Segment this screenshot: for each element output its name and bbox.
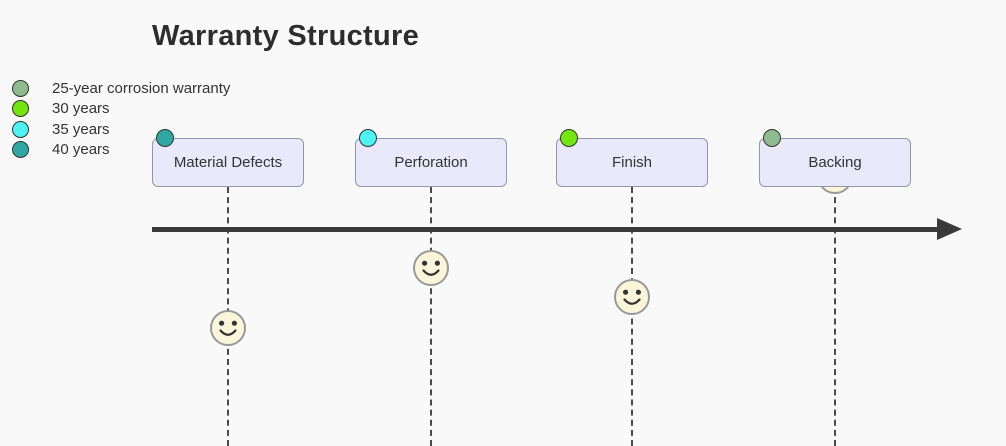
diagram-title: Warranty Structure <box>152 20 419 52</box>
legend-item-label: 30 years <box>52 100 110 118</box>
legend-item: 35 years <box>12 119 230 140</box>
timeline-axis-arrowhead-icon <box>937 218 962 240</box>
smiley-face-icon <box>210 310 246 346</box>
task-box: Material Defects <box>152 138 304 187</box>
legend-item: 40 years <box>12 140 230 161</box>
task-label: Backing <box>808 154 862 171</box>
legend-color-dot <box>12 141 29 159</box>
task-box: Finish <box>556 138 708 187</box>
task-dashed-line <box>430 187 432 446</box>
legend-item-label: 25-year corrosion warranty <box>52 79 231 97</box>
task-period-dot <box>156 129 174 147</box>
task-label: Finish <box>611 154 652 171</box>
legend: 25-year corrosion warranty 30 years 35 y… <box>12 78 230 160</box>
task-box: Perforation <box>355 138 507 187</box>
legend-item: 25-year corrosion warranty <box>12 78 230 99</box>
legend-color-dot <box>12 79 29 97</box>
legend-item: 30 years <box>12 99 230 120</box>
legend-color-dot <box>12 120 29 138</box>
smiley-face-icon <box>614 279 650 315</box>
legend-item-label: 40 years <box>52 141 110 159</box>
legend-item-label: 35 years <box>52 120 110 138</box>
task-box: Backing <box>759 138 911 187</box>
task-dashed-line <box>834 187 836 446</box>
task-label: Material Defects <box>173 154 283 171</box>
smiley-face-icon <box>413 250 449 286</box>
task-period-dot <box>763 129 781 147</box>
timeline-axis <box>152 227 938 232</box>
task-period-dot <box>560 129 578 147</box>
legend-color-dot <box>12 100 29 118</box>
task-label: Perforation <box>394 154 468 171</box>
task-period-dot <box>359 129 377 147</box>
task-dashed-line <box>631 187 633 446</box>
